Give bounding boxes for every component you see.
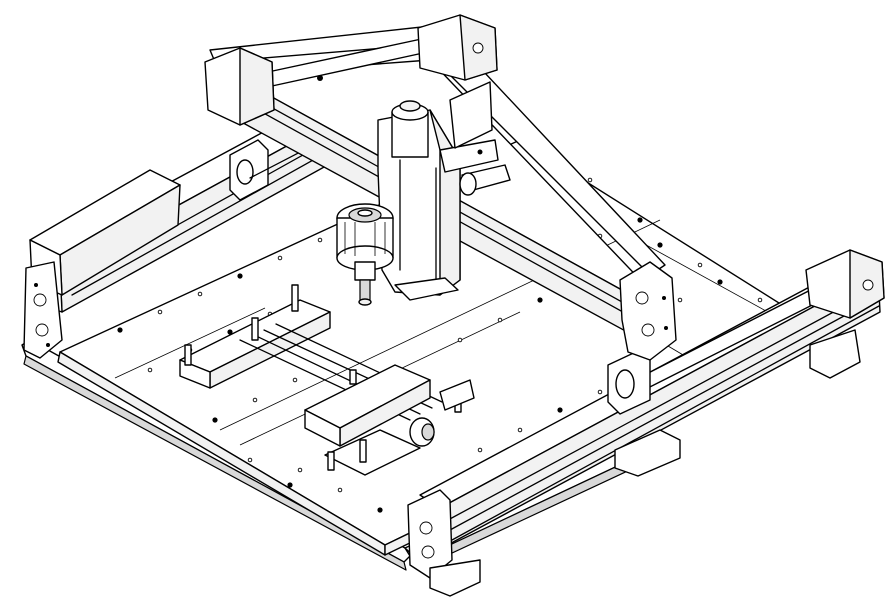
spindle-motor	[336, 203, 394, 306]
table-hole	[317, 237, 323, 243]
table-hole	[597, 389, 603, 395]
table-hole	[457, 337, 463, 343]
table-hole	[147, 367, 153, 373]
table-hole	[717, 279, 723, 285]
table-hole	[537, 297, 543, 303]
table-hole	[557, 407, 563, 413]
table-hole	[247, 457, 253, 463]
table-hole	[252, 397, 258, 403]
table-hole	[497, 317, 503, 323]
table-hole	[287, 482, 293, 488]
table-hole	[237, 273, 243, 279]
table-hole	[277, 255, 283, 261]
table-hole	[377, 507, 383, 513]
table-hole	[697, 262, 703, 268]
table-hole	[157, 309, 163, 315]
table-hole	[197, 291, 203, 297]
table-hole	[517, 427, 523, 433]
table-hole	[757, 297, 763, 303]
table-hole	[297, 467, 303, 473]
fixture-posts	[184, 284, 462, 471]
right-y-rail	[407, 249, 885, 597]
table-hole	[292, 377, 298, 383]
table-hole	[227, 329, 233, 335]
table-hole	[337, 487, 343, 493]
table-hole	[212, 417, 218, 423]
z-carriage	[336, 100, 499, 306]
table-hole	[477, 447, 483, 453]
workholding-fixture	[179, 284, 475, 476]
table-hole	[117, 327, 123, 333]
table-hole	[657, 242, 663, 248]
table-hole	[677, 297, 683, 303]
table-hole	[587, 177, 593, 183]
table-hole	[637, 217, 643, 223]
rear-right-carriage	[449, 81, 511, 196]
